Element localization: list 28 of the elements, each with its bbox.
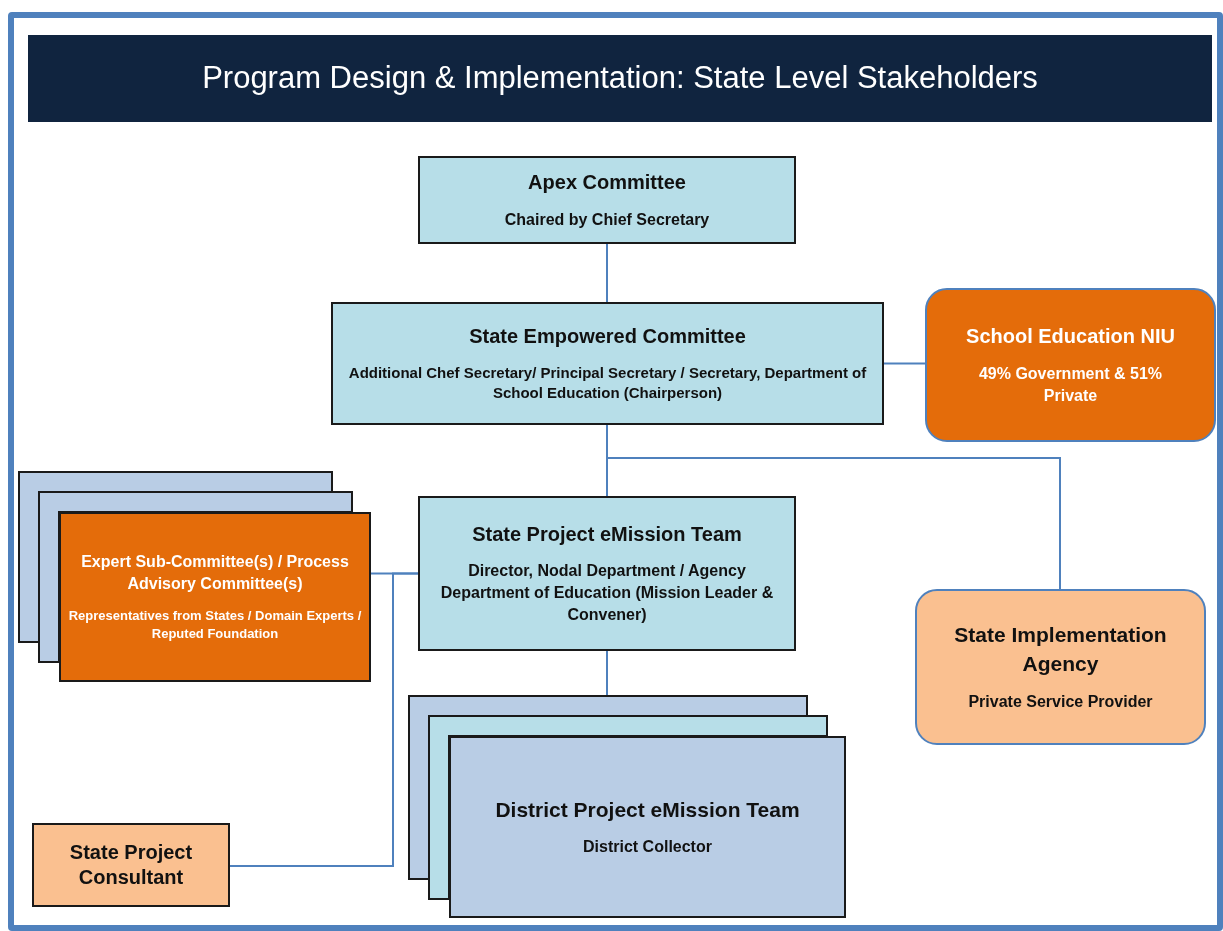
connector-line (606, 650, 608, 696)
node-text: 49% Government & 51% Private (977, 363, 1164, 406)
unit-box (925, 288, 1216, 442)
node-text: District Collector (583, 837, 712, 858)
connector-line (606, 243, 608, 303)
node-title: School Education NIU (966, 324, 1175, 350)
card-stack (408, 695, 846, 918)
committee-box (331, 302, 884, 425)
node-title: Apex Committee (528, 170, 686, 196)
node-text: Representatives from States / Domain Experts / Reputed Foundation (67, 607, 363, 643)
node-title: Expert Sub-Committee(s) / Process Advisory Committee(s) (80, 552, 350, 595)
node-title: State Project eMission Team (472, 521, 742, 547)
node-text: Chaired by Chief Secretary (504, 209, 710, 230)
node-text: Director, Nodal Department / Agency Department of Education (Mission Leader & Convener) (439, 561, 775, 626)
node-text: Private Service Provider (968, 691, 1153, 712)
node-title: State Implementation Agency (953, 622, 1168, 677)
consultant-box (32, 823, 230, 907)
node-text: Additional Chef Secretary/ Principal Secretary / Secretary, Department of School Education (Chairperson) (347, 362, 868, 404)
connector-line (229, 572, 419, 867)
node-title: District Project eMission Team (495, 796, 800, 823)
connector-line (883, 362, 926, 365)
title-bar: Program Design & Implementation: State Level Stakeholders (28, 35, 1212, 122)
node-title: State Empowered Committee (469, 324, 746, 350)
agency-box (915, 589, 1206, 745)
committee-box (418, 156, 796, 244)
card-stack (18, 471, 371, 682)
node-title: State Project Consultant (68, 840, 194, 890)
team-box (418, 496, 796, 651)
